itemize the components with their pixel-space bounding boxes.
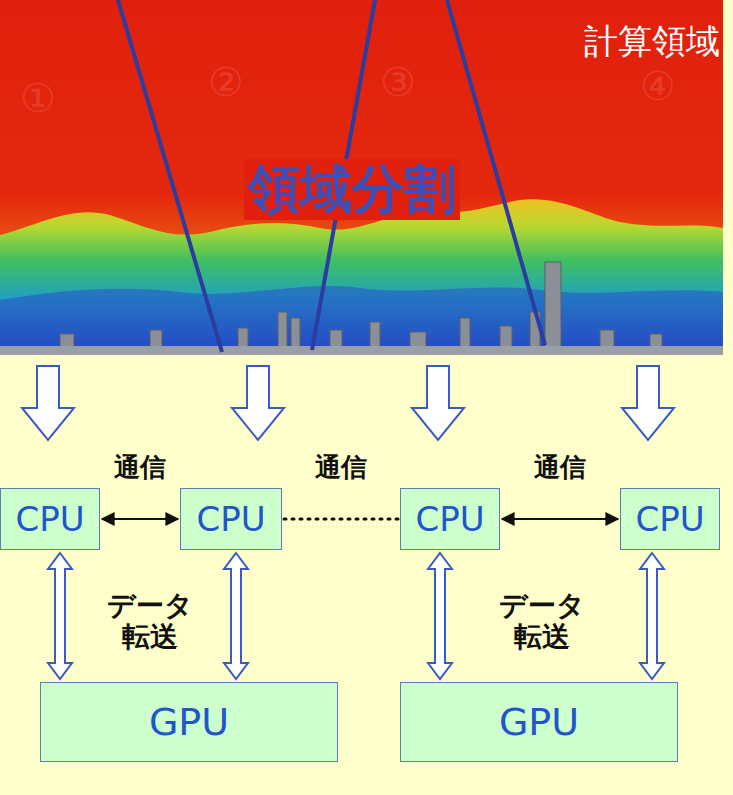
- edge-label: 通信: [114, 453, 166, 482]
- node-text: GPU: [149, 703, 229, 741]
- comm-arrow: [502, 518, 618, 520]
- domain-title: 計算領域: [584, 23, 720, 60]
- transfer-arrow: [48, 553, 72, 679]
- partition-title: 領域分割: [244, 159, 460, 220]
- cpu-box: CPU: [400, 488, 500, 550]
- node-text: CPU: [415, 502, 484, 536]
- edge-label: 通信: [315, 453, 367, 482]
- gpu-box: GPU: [400, 682, 678, 762]
- dotted-link: [284, 518, 398, 521]
- cpu-box: CPU: [0, 488, 100, 550]
- assign-arrows: [22, 366, 674, 440]
- node-text: CPU: [196, 502, 265, 536]
- edge-label: 通信: [534, 453, 586, 482]
- transfer-arrow: [224, 553, 248, 679]
- transfer-label: データ 転送: [100, 591, 200, 653]
- ground: [0, 346, 723, 355]
- node-text: CPU: [15, 502, 84, 536]
- region-number: ①: [20, 76, 56, 120]
- transfer-label: データ 転送: [492, 591, 592, 653]
- turbulent-layer: [0, 199, 723, 352]
- cpu-box: CPU: [620, 488, 720, 550]
- comm-arrow: [102, 518, 178, 520]
- near-ground-flow: [0, 286, 723, 352]
- node-text: CPU: [635, 502, 704, 536]
- transfer-arrow: [640, 553, 664, 679]
- region-number: ③: [380, 60, 416, 104]
- region-number: ②: [208, 60, 244, 104]
- gpu-box: GPU: [40, 682, 338, 762]
- flow-field: [0, 0, 723, 355]
- transfer-arrow: [428, 553, 452, 679]
- partition-lines: [118, 0, 545, 352]
- buildings: [60, 262, 662, 348]
- region-number: ④: [640, 64, 676, 108]
- node-text: GPU: [499, 703, 579, 741]
- cpu-box: CPU: [180, 488, 282, 550]
